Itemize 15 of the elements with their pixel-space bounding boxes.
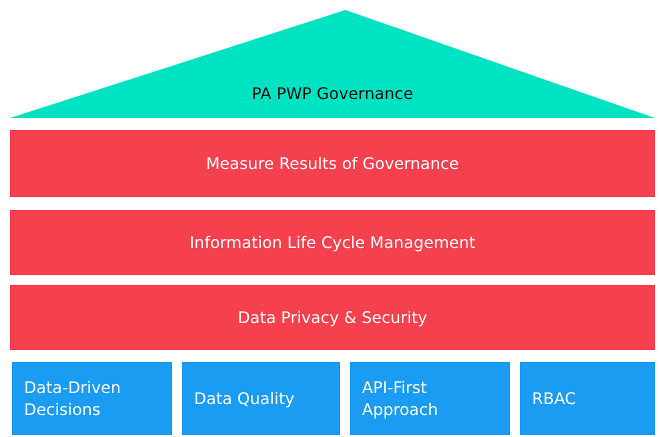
pillar-panel — [12, 362, 172, 435]
panel-label: API-First Approach — [362, 376, 440, 420]
band-panel — [10, 210, 655, 275]
pillar-panel — [182, 362, 340, 435]
band-panel — [10, 130, 655, 197]
panel-label: Measure Results of Governance — [206, 154, 459, 173]
pillar-panel — [350, 362, 510, 435]
roof-label: PA PWP Governance — [252, 84, 414, 102]
panel-label: Data-Driven Decisions — [24, 376, 122, 420]
panel-label: Data Quality — [194, 388, 294, 410]
band-panel — [10, 285, 655, 350]
panel-label: Information Life Cycle Management — [190, 233, 476, 252]
panel-label: RBAC — [532, 388, 576, 410]
pillar-panel — [520, 362, 655, 435]
panel-label: Data Privacy & Security — [238, 308, 428, 327]
